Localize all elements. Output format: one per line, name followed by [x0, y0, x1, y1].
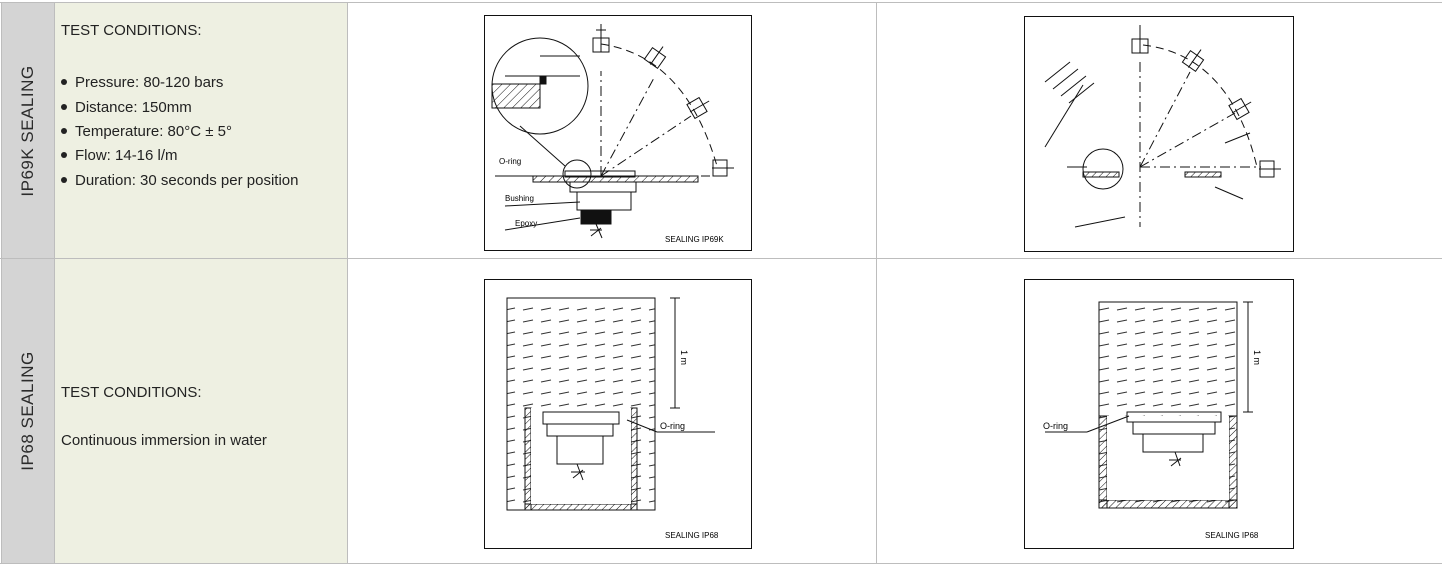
test-conditions-ip68: TEST CONDITIONS: Continuous immersion in…	[55, 259, 347, 563]
ip69k-drawing-overview	[1024, 16, 1294, 252]
ip69k-spray-diagram: O-ring Bushing Epoxy SEALING IP69K	[491, 24, 734, 244]
o-ring-label: O-ring	[660, 421, 685, 431]
col-divider	[1, 2, 2, 564]
list-item: Duration: 30 seconds per position	[61, 172, 298, 189]
list-item: Temperature: 80°C ± 5°	[61, 123, 232, 140]
col-divider	[347, 2, 348, 564]
row-header-label: IP69K SEALING	[18, 64, 37, 197]
conditions-title: TEST CONDITIONS:	[61, 22, 202, 39]
figure-caption: SEALING IP68	[665, 531, 719, 540]
ip68-immersion-diagram: O-ring 1 m SEALING IP68	[506, 297, 719, 540]
row-header-ip68: IP68 SEALING	[2, 259, 54, 563]
conditions-text: Continuous immersion in water	[61, 432, 267, 449]
test-conditions-ip69k: TEST CONDITIONS: Pressure: 80-120 bars D…	[55, 3, 347, 258]
depth-label: 1 m	[679, 350, 689, 365]
conditions-title: TEST CONDITIONS:	[61, 384, 202, 401]
ip69k-drawing-detail: O-ring Bushing Epoxy SEALING IP69K	[484, 15, 752, 251]
row-header-ip69k: IP69K SEALING	[2, 3, 54, 258]
depth-label: 1 m	[1252, 350, 1262, 365]
o-ring-label: O-ring	[499, 157, 521, 166]
ip68-immersion-overview: O-ring 1 m SEALING IP68	[1043, 301, 1262, 540]
table-border-top	[0, 2, 1442, 3]
figure-caption: SEALING IP68	[1205, 531, 1259, 540]
col-divider	[876, 2, 877, 564]
epoxy-label: Epoxy	[515, 219, 537, 228]
ip68-drawing-plug: O-ring 1 m SEALING IP68	[484, 279, 752, 549]
figure-caption: SEALING IP69K	[665, 235, 724, 244]
list-item: Flow: 14-16 l/m	[61, 147, 178, 164]
ip69k-spray-overview	[1044, 25, 1281, 228]
col-divider	[54, 2, 55, 564]
row-header-label: IP68 SEALING	[18, 351, 37, 471]
bushing-label: Bushing	[505, 194, 534, 203]
o-ring-label: O-ring	[1043, 421, 1068, 431]
list-item: Pressure: 80-120 bars	[61, 74, 223, 91]
row-divider	[0, 258, 1442, 259]
ip68-drawing-overview: O-ring 1 m SEALING IP68	[1024, 279, 1294, 549]
list-item: Distance: 150mm	[61, 99, 192, 116]
